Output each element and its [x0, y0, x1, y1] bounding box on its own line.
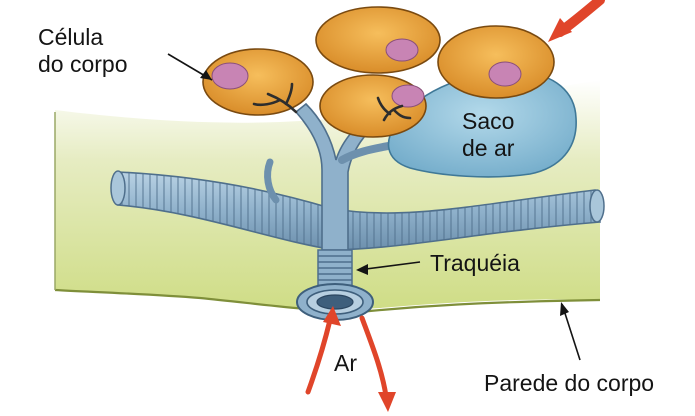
air-sac-label: Saco de ar	[462, 108, 514, 162]
air-label: Ar	[334, 350, 357, 377]
tube-right-end	[590, 190, 604, 222]
air-sac-label-line-2: de ar	[462, 135, 514, 162]
body-wall-label: Parede do corpo	[484, 370, 654, 397]
air-sac-label-line-1: Saco	[462, 108, 514, 135]
trachea-label: Traquéia	[430, 250, 520, 277]
spiracle-inner	[317, 295, 353, 309]
body-wall-pointer-head	[560, 302, 569, 316]
body-cell-middle	[320, 75, 426, 137]
body-cell-label-line-1: Célula	[38, 24, 128, 51]
body-cell-label-line-2: do corpo	[38, 51, 128, 78]
tube-left-end	[111, 171, 125, 205]
air-sac-arrow	[548, 0, 600, 42]
body-cell-right	[438, 26, 554, 98]
body-cell-top	[316, 7, 440, 73]
air-out-arrow	[362, 318, 396, 412]
body-cell-label: Célula do corpo	[38, 24, 128, 78]
